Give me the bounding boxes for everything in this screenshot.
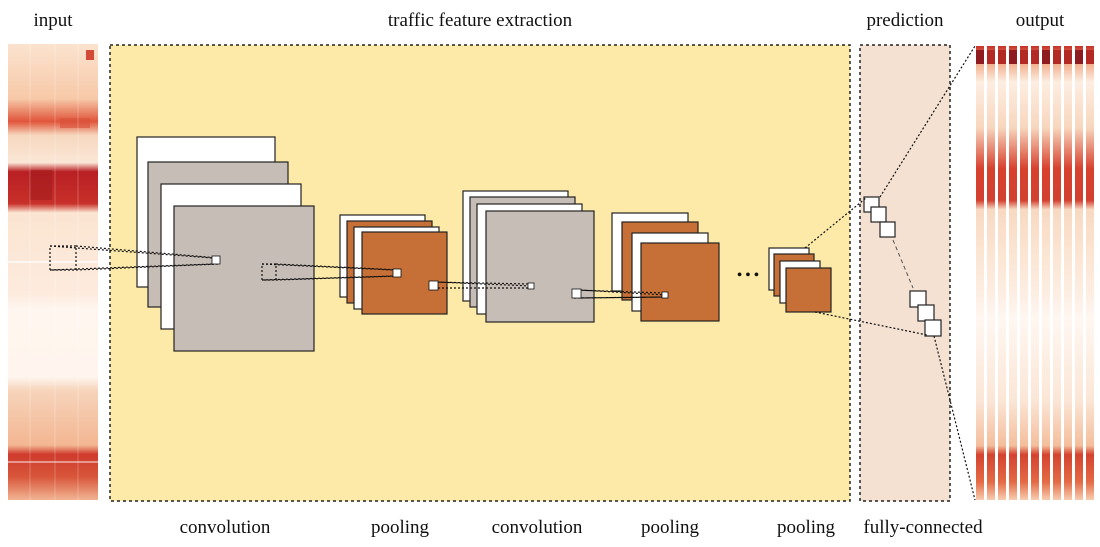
output-column-top (1042, 50, 1050, 64)
prediction-panel (859, 44, 951, 502)
output-column (1053, 46, 1061, 500)
output-column (1009, 46, 1017, 500)
fc-nodes-top (863, 196, 896, 238)
output-column (1042, 46, 1050, 500)
convolution-2-label: convolution (491, 517, 583, 538)
pooling-1-label: pooling (370, 517, 430, 538)
fc-nodes-bottom (909, 290, 942, 337)
output-column-top (998, 50, 1006, 64)
pooling-2-label: pooling (640, 517, 700, 538)
output-label: output (1015, 10, 1065, 31)
receptive-field-points (211, 255, 669, 299)
output-column-top (1009, 50, 1017, 64)
pool-stack-2 (611, 212, 720, 322)
input-heatmap (8, 44, 98, 500)
output-column-top (1086, 50, 1094, 64)
output-column-top (1020, 50, 1028, 64)
output-column (1020, 46, 1028, 500)
pooling-3-label: pooling (776, 517, 836, 538)
output-column (987, 46, 995, 500)
output-column-top (976, 50, 984, 64)
output-column-top (1053, 50, 1061, 64)
feature-extraction-title: traffic feature extraction (387, 10, 573, 31)
output-column (1064, 46, 1072, 500)
input-label: input (33, 10, 73, 31)
conv-stack-1 (136, 136, 315, 352)
output-column (976, 46, 984, 500)
conv-stack-2 (462, 190, 595, 323)
output-column (1031, 46, 1039, 500)
output-column (1086, 46, 1094, 500)
receptive-field-connectors (49, 245, 667, 299)
prediction-label: prediction (866, 10, 944, 31)
output-heatmap (976, 46, 1094, 500)
ellipsis-dots: • • • (737, 268, 759, 283)
output-column (1075, 46, 1083, 500)
output-column (998, 46, 1006, 500)
fc-connector (892, 239, 914, 289)
output-connectors (804, 45, 976, 501)
output-column-top (1031, 50, 1039, 64)
output-column-top (1075, 50, 1083, 64)
pool-stack-1 (339, 214, 448, 315)
output-column-top (1064, 50, 1072, 64)
fully-connected-label: fully-connected (863, 517, 983, 538)
convolution-1-label: convolution (179, 517, 271, 538)
pool-stack-3 (768, 247, 832, 313)
output-column-top (987, 50, 995, 64)
